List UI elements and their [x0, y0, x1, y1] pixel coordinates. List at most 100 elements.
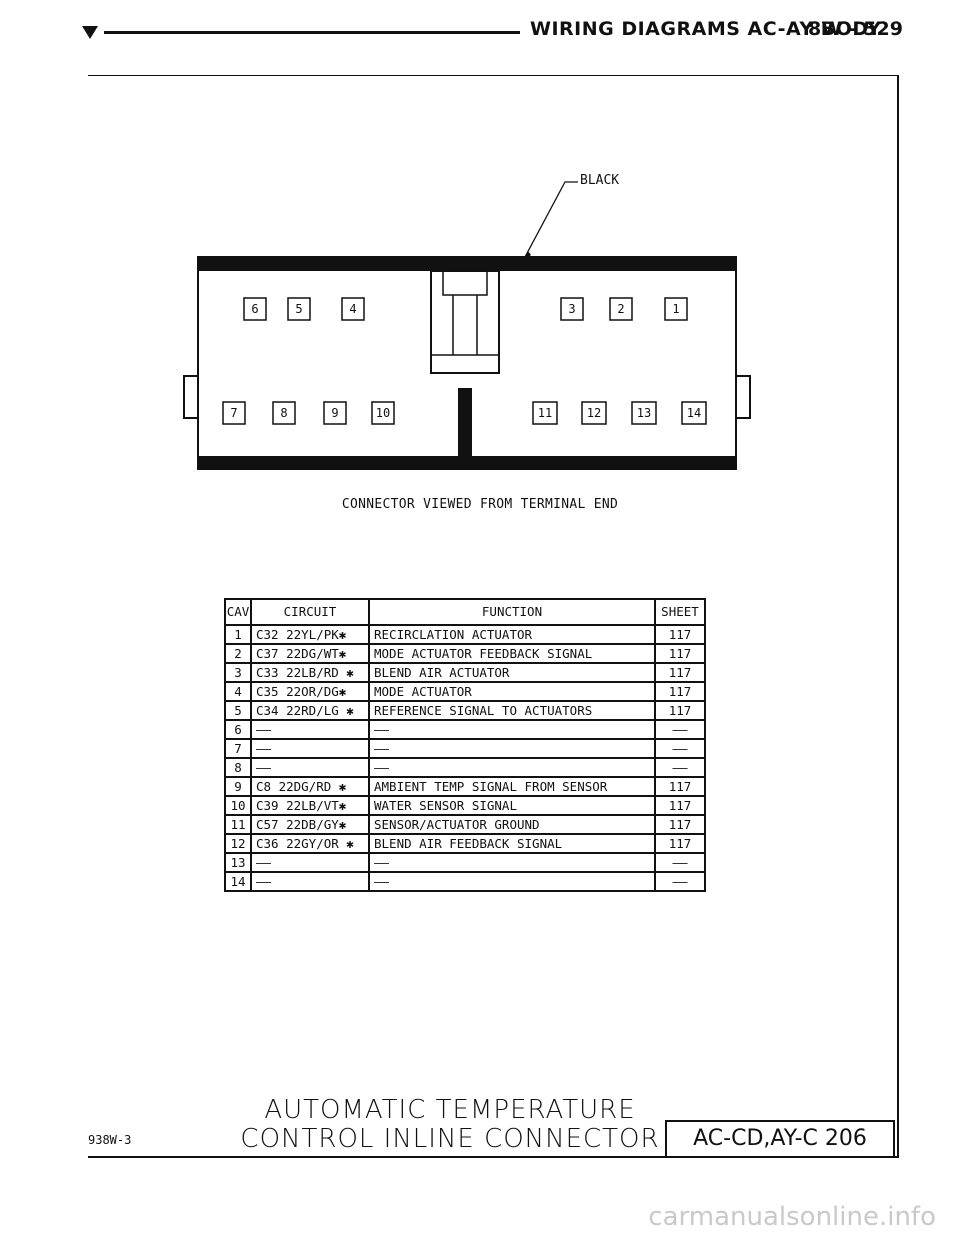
cavity-label-5: 5	[295, 302, 303, 316]
circuit-cell: ——	[250, 738, 370, 759]
function-cell: BLEND AIR ACTUATOR	[368, 662, 656, 683]
cavity-14	[681, 401, 707, 425]
cavity-label-13: 13	[636, 406, 652, 420]
connector-color-label: BLACK	[580, 173, 620, 188]
cavity-11	[532, 401, 558, 425]
housing-bottom-band	[198, 456, 736, 469]
header-cav: CAV	[224, 598, 252, 626]
cav-cell: 3	[224, 662, 252, 683]
cavity-label-4: 4	[349, 302, 357, 316]
watermark-text: carmanualsonline.info	[648, 1202, 936, 1232]
cavity-label-11: 11	[537, 406, 553, 420]
cavity-13	[631, 401, 657, 425]
sheet-cell: ——	[654, 852, 706, 873]
function-cell: AMBIENT TEMP SIGNAL FROM SENSOR	[368, 776, 656, 797]
cav-cell: 4	[224, 681, 252, 702]
cav-cell: 6	[224, 719, 252, 740]
cavity-3	[560, 297, 584, 321]
function-cell: BLEND AIR FEEDBACK SIGNAL	[368, 833, 656, 854]
frame-bottom-rule	[88, 1156, 899, 1158]
circuit-cell: C39 22LB/VT✱	[250, 795, 370, 816]
function-cell: ——	[368, 719, 656, 740]
center-key	[458, 388, 472, 458]
sheet-cell: 117	[654, 776, 706, 797]
table-row: 13——————	[224, 852, 706, 873]
cavity-label-6: 6	[251, 302, 259, 316]
sheet-cell: 117	[654, 814, 706, 835]
sheet-cell: ——	[654, 757, 706, 778]
sheet-cell: ——	[654, 719, 706, 740]
frame-top-rule	[88, 75, 898, 76]
cav-cell: 13	[224, 852, 252, 873]
black-leader-line	[524, 181, 578, 258]
cav-cell: 8	[224, 757, 252, 778]
cav-cell: 5	[224, 700, 252, 721]
cav-cell: 10	[224, 795, 252, 816]
cavity-12	[581, 401, 607, 425]
function-cell: REFERENCE SIGNAL TO ACTUATORS	[368, 700, 656, 721]
connector-caption: CONNECTOR VIEWED FROM TERMINAL END	[341, 497, 619, 512]
cav-cell: 9	[224, 776, 252, 797]
connector-diagram	[183, 181, 751, 470]
cavity-label-12: 12	[586, 406, 602, 420]
sheet-cell: ——	[654, 871, 706, 892]
cavity-label-10: 10	[375, 406, 391, 420]
sheet-cell: 117	[654, 681, 706, 702]
header-circuit: CIRCUIT	[250, 598, 370, 626]
function-cell: MODE ACTUATOR	[368, 681, 656, 702]
circuit-cell: ——	[250, 719, 370, 740]
diagram-reference-box: AC-CD,AY-C 206	[665, 1120, 895, 1158]
cav-cell: 1	[224, 624, 252, 645]
circuit-cell: C36 22GY/OR ✱	[250, 833, 370, 854]
cavity-8	[272, 401, 296, 425]
circuit-cell: ——	[250, 852, 370, 873]
cavity-5	[287, 297, 311, 321]
housing-top-band	[198, 257, 736, 271]
cavity-label-14: 14	[686, 406, 702, 420]
header-rule	[104, 31, 520, 34]
figure-code: 938W-3	[88, 1133, 132, 1147]
sheet-cell: 117	[654, 700, 706, 721]
cavity-6	[243, 297, 267, 321]
function-cell: MODE ACTUATOR FEEDBACK SIGNAL	[368, 643, 656, 664]
function-cell: WATER SENSOR SIGNAL	[368, 795, 656, 816]
center-lock	[430, 270, 500, 374]
cav-cell: 7	[224, 738, 252, 759]
cavity-label-7: 7	[230, 406, 238, 420]
footer-title-line2: CONTROL INLINE CONNECTOR	[240, 1124, 660, 1154]
header-page-number: 8W - 529	[808, 18, 903, 40]
cavity-4	[341, 297, 365, 321]
table-row: 7——————	[224, 738, 706, 759]
cavity-7	[222, 401, 246, 425]
sheet-cell: 117	[654, 795, 706, 816]
cavity-label-8: 8	[280, 406, 288, 420]
circuit-cell: ——	[250, 871, 370, 892]
cavity-label-1: 1	[672, 302, 680, 316]
cavity-2	[609, 297, 633, 321]
circuit-cell: C37 22DG/WT✱	[250, 643, 370, 664]
header-sheet: SHEET	[654, 598, 706, 626]
circuit-cell: ——	[250, 757, 370, 778]
cav-cell: 14	[224, 871, 252, 892]
center-lock-inner-top	[442, 270, 488, 296]
table-row: 8——————	[224, 757, 706, 778]
page-header: WIRING DIAGRAMS AC-AY BODY 8W - 529	[0, 0, 960, 70]
circuit-cell: C32 22YL/PK✱	[250, 624, 370, 645]
table-header-row: CAV CIRCUIT FUNCTION SHEET	[224, 598, 706, 626]
sheet-cell: 117	[654, 624, 706, 645]
function-cell: ——	[368, 738, 656, 759]
cavity-10	[371, 401, 395, 425]
cav-cell: 12	[224, 833, 252, 854]
cavity-9	[323, 401, 347, 425]
